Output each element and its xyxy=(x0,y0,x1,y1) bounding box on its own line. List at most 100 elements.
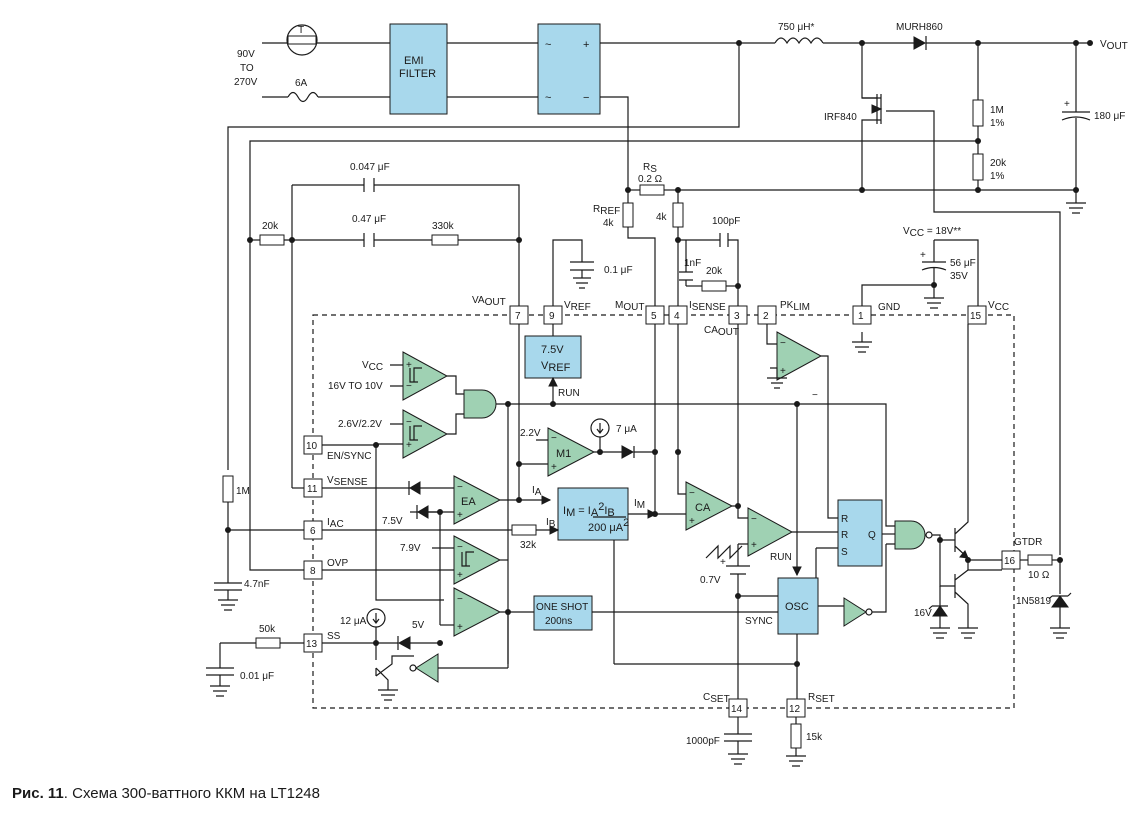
pin-15-number: 15 xyxy=(970,311,982,322)
pin-9-number: 9 xyxy=(549,311,555,322)
cmp1-vcc: VCC xyxy=(362,360,383,373)
pin-14-number: 14 xyxy=(731,704,743,715)
ea-section: EA − + 7.5V IA xyxy=(322,475,552,625)
caption-number: 11 xyxy=(47,785,64,802)
ca-compensation: 100pF 1nF 20k xyxy=(675,216,741,308)
ff-s: S xyxy=(841,547,848,558)
bridge-minus: − xyxy=(583,92,589,104)
mosfet-label: IRF840 xyxy=(824,112,857,123)
top-pins: 7 9 5 4 3 2 1 15 VAOUT VREF MOUT ISENSE … xyxy=(472,295,1009,338)
pin-7-label: VAOUT xyxy=(472,295,506,308)
c56-plus: + xyxy=(920,250,926,261)
vref-block-l2: VREF xyxy=(541,360,571,374)
cmp2-minus: − xyxy=(406,417,412,428)
ca-label: CA xyxy=(695,502,711,514)
c470n-label: 0.47 μF xyxy=(352,214,386,225)
ss-ref: 5V xyxy=(412,620,425,631)
ff-r2: R xyxy=(841,530,848,541)
ss-plus: + xyxy=(457,622,463,633)
vcc-bypass: VCC = 18V** + 56 μF 35V xyxy=(852,226,979,353)
power-stage: 750 μH* MURH860 VOUT IRF840 1M 1% 20k 1%… xyxy=(227,22,1128,565)
pklim-section: − + − xyxy=(766,324,838,519)
ea-plus: + xyxy=(457,510,463,521)
ff-q: Q xyxy=(868,530,876,541)
c1n-label: 1nF xyxy=(684,258,701,269)
rs-value: 0.2 Ω xyxy=(638,174,663,185)
im-label: IM xyxy=(634,498,645,511)
bridge-plus: + xyxy=(583,39,589,51)
pin-11-label: VSENSE xyxy=(327,475,368,488)
ovp-plus: + xyxy=(457,570,463,581)
m1-ref: 2.2V xyxy=(520,428,541,439)
m1-label: M1 xyxy=(556,448,571,460)
emi-filter-label-1: EMI xyxy=(404,55,424,67)
pin-8-number: 8 xyxy=(310,566,316,577)
run-label-2: RUN xyxy=(770,552,792,563)
vin-label-top: 90V xyxy=(237,49,255,60)
r1m-label-b: 1% xyxy=(990,118,1005,129)
softstart-section: − + 5V ONE SHOT 200ns xyxy=(412,587,778,637)
m1-minus: − xyxy=(551,433,557,444)
m1-plus: + xyxy=(551,462,557,473)
r32k-label: 32k xyxy=(520,540,537,551)
vref-cap: 0.1 μF xyxy=(552,239,633,308)
osc-label: OSC xyxy=(785,601,809,613)
r20k-label-a: 20k xyxy=(990,158,1007,169)
and-gate-2 xyxy=(894,520,926,550)
run-label-1: RUN xyxy=(558,388,580,399)
pfc-schematic: T 90V TO 270V 6A EMI FILTER ~ ~ + − 750 … xyxy=(206,22,1128,767)
figure-caption: Рис. 11. Схема 300-ваттного ККМ на LT124… xyxy=(12,785,320,802)
pin-6-label: IAC xyxy=(327,517,344,530)
vout-label: VOUT xyxy=(1100,39,1128,52)
c47n-label: 0.047 μF xyxy=(350,162,390,173)
r330k-label: 330k xyxy=(432,221,455,232)
r50k-label: 50k xyxy=(259,624,276,635)
output-driver: 16V xyxy=(914,324,1002,639)
c56u-label-a: 56 μF xyxy=(950,258,976,269)
c56u-label-b: 35V xyxy=(950,271,968,282)
fuse-label: 6A xyxy=(295,78,308,89)
r10-label: 10 Ω xyxy=(1028,570,1050,581)
pin-9-label: VREF xyxy=(564,300,591,313)
mult-formula: IM = IA2IB xyxy=(563,501,615,519)
cmp1-thr: 16V TO 10V xyxy=(328,381,383,392)
vref-block: 7.5V VREF RUN xyxy=(524,324,582,404)
ic-boundary xyxy=(312,314,1015,709)
pin-6-number: 6 xyxy=(310,526,316,537)
left-external: 1M 4.7nF 50k 0.01 μF xyxy=(206,475,304,697)
pin-5-number: 5 xyxy=(651,311,657,322)
r4k-label: 4k xyxy=(656,212,668,223)
bottom-pins: 14 12 CSET RSET 1000pF 15k xyxy=(686,692,835,767)
r1m-iac-label: 1M xyxy=(236,486,250,497)
cmp2-plus: + xyxy=(406,440,412,451)
pin-2-label: PKLIM xyxy=(780,300,810,313)
caption-text: . Схема 300-ваттного ККМ на LT1248 xyxy=(63,785,320,802)
bridge-ac-2: ~ xyxy=(545,92,551,104)
osc-section: OSC SYNC xyxy=(613,540,873,699)
ss-minus: − xyxy=(457,594,463,605)
pin-16-number: 16 xyxy=(1004,556,1016,567)
r20k-ea-label: 20k xyxy=(262,221,279,232)
c10n-label: 0.01 μF xyxy=(240,671,274,682)
ca-minus: − xyxy=(689,488,695,499)
cmp1-minus: − xyxy=(406,381,412,392)
pin-2-number: 2 xyxy=(763,311,769,322)
ea-label: EA xyxy=(461,496,476,508)
ramp-plus: + xyxy=(720,557,726,568)
pin-10-number: 10 xyxy=(306,441,318,452)
d16v-label: 16V xyxy=(914,608,932,619)
vin-label-mid: TO xyxy=(240,63,254,74)
pin-14-label: CSET xyxy=(703,692,730,705)
inductor-label: 750 μH* xyxy=(778,22,814,33)
vref-block-l1: 7.5V xyxy=(541,344,564,356)
d1n5819-label: 1N5819 xyxy=(1016,596,1051,607)
pklim-minus: − xyxy=(780,338,786,349)
pwm-section: − + RUN + 0.7V xyxy=(700,507,838,699)
emi-filter-label-2: FILTER xyxy=(399,68,436,80)
multiplier-section: IM = IA2IB 200 μA2 IB 32k IM xyxy=(322,324,686,551)
pin-8-label: OVP xyxy=(327,558,348,569)
diode-out-label: MURH860 xyxy=(896,22,943,33)
i12u-label: 12 μA xyxy=(340,616,367,627)
ff-r1: R xyxy=(841,514,848,525)
pin-13-number: 13 xyxy=(306,639,318,650)
